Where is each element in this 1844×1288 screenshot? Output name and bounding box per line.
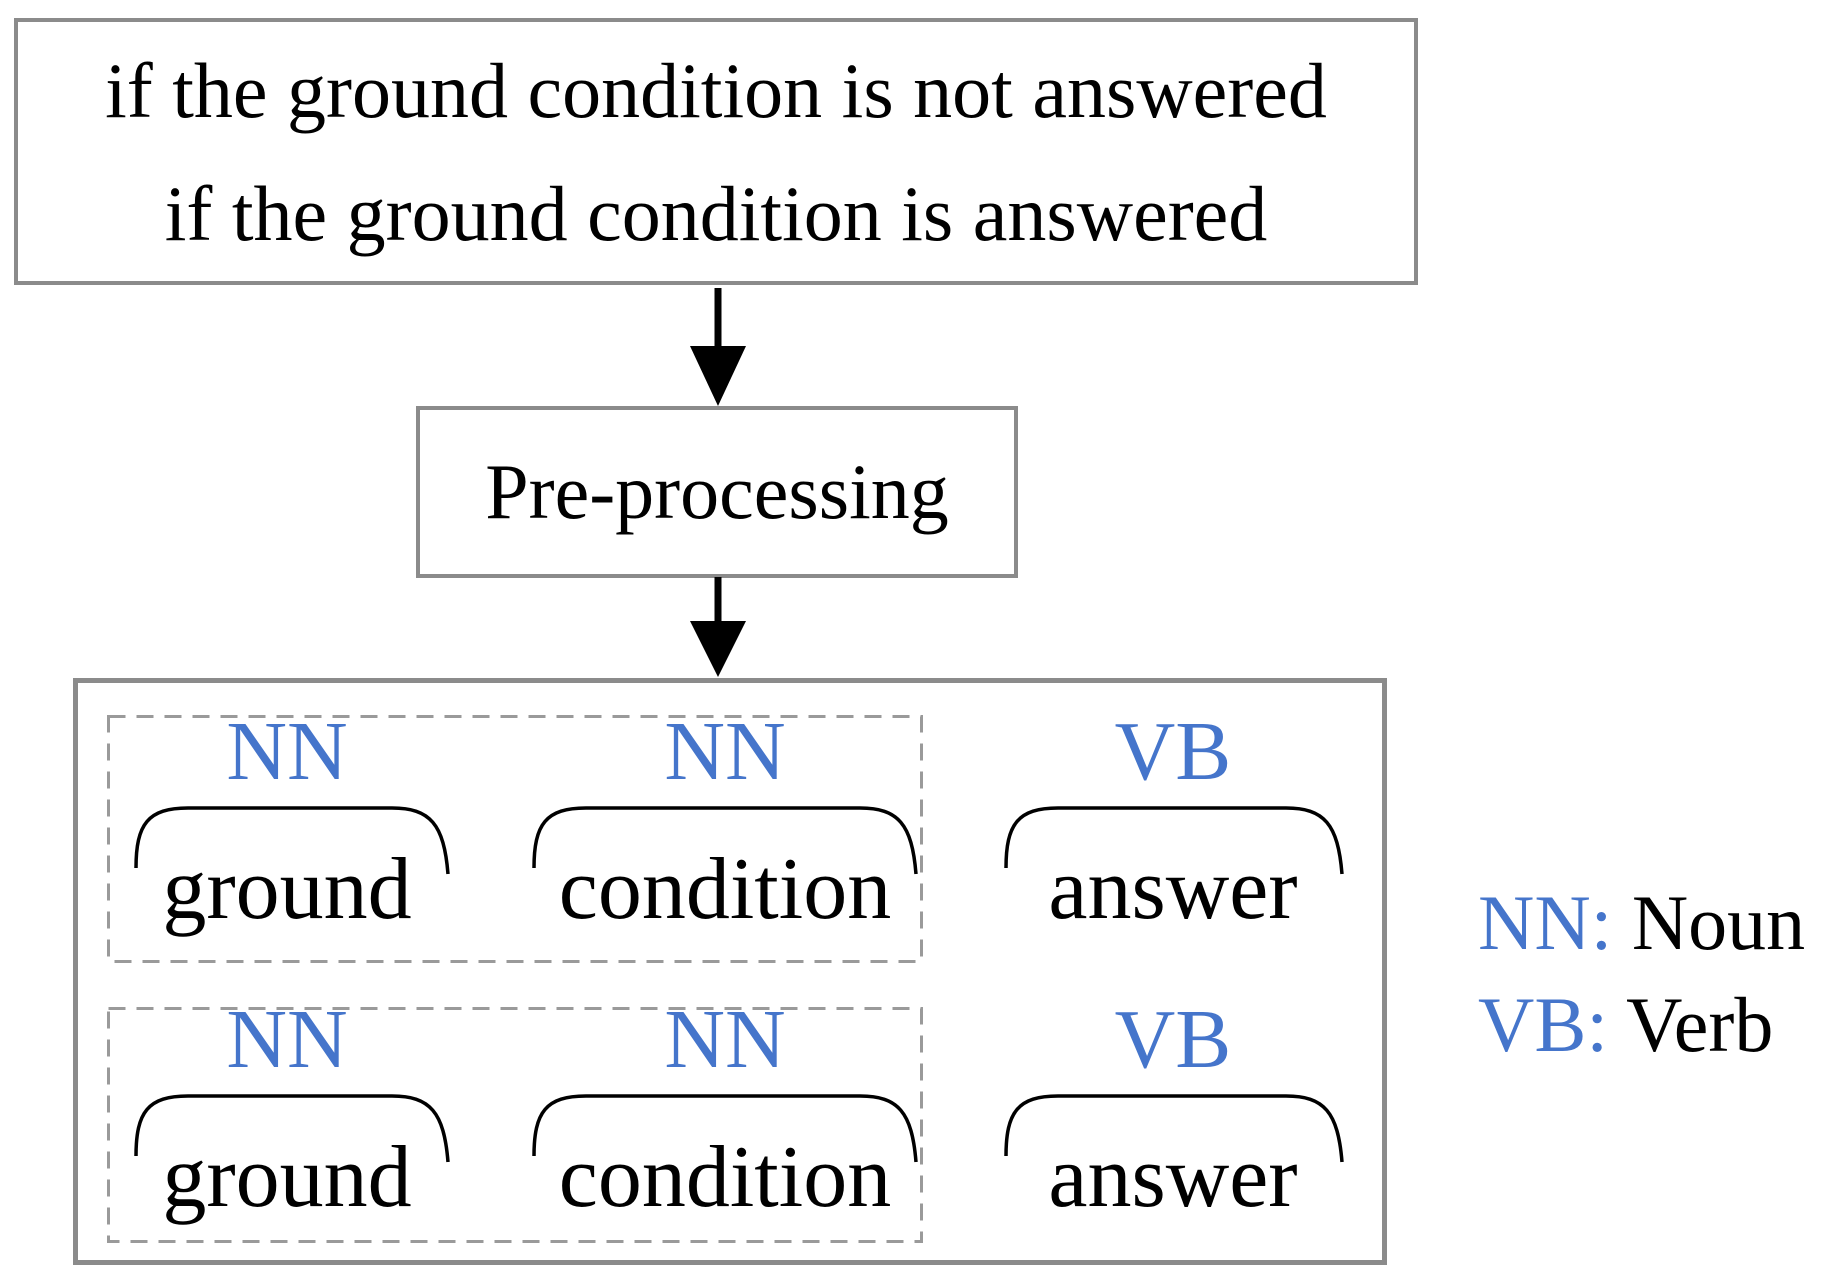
- overbrace-icon: [134, 806, 450, 875]
- token-word: ground: [162, 841, 412, 938]
- preprocessing-label: Pre-processing: [485, 448, 949, 535]
- legend-tag-nn: NN:: [1478, 879, 1613, 966]
- overbrace-icon: [134, 1094, 450, 1163]
- overbrace-icon: [1004, 1094, 1344, 1163]
- input-sentences-box: if the ground condition is not answered …: [14, 18, 1418, 285]
- noun-phrase-group-box-row2: [107, 1007, 923, 1243]
- pos-tag: NN: [664, 705, 786, 798]
- legend-label-verb: Verb: [1626, 981, 1774, 1068]
- input-sentence-1: if the ground condition is not answered: [105, 46, 1327, 134]
- token-word: condition: [558, 841, 892, 938]
- token-word: answer: [1048, 1129, 1298, 1226]
- flow-arrow-down-icon: [690, 577, 746, 677]
- preprocessing-box: Pre-processing: [416, 406, 1018, 578]
- noun-phrase-group-box-row1: [107, 715, 923, 963]
- legend-item-verb: VB: Verb: [1478, 974, 1844, 1076]
- token-word: answer: [1048, 841, 1298, 938]
- legend-tag-vb: VB:: [1478, 981, 1609, 1068]
- token-word: condition: [558, 1129, 892, 1226]
- pos-tag: NN: [226, 705, 348, 798]
- pos-tag: NN: [664, 993, 786, 1086]
- overbrace-icon: [532, 1094, 918, 1163]
- token-word: ground: [162, 1129, 412, 1226]
- legend-label-noun: Noun: [1631, 879, 1806, 966]
- overbrace-icon: [1004, 806, 1344, 875]
- pos-tag: VB: [1114, 993, 1232, 1086]
- legend-item-noun: NN: Noun: [1478, 872, 1844, 974]
- flow-arrow-down-icon: [690, 288, 746, 406]
- input-sentence-2: if the ground condition is answered: [164, 169, 1268, 257]
- pos-tag: NN: [226, 993, 348, 1086]
- overbrace-icon: [532, 806, 918, 875]
- pos-legend: NN: Noun VB: Verb: [1478, 872, 1844, 1076]
- pos-output-box: [73, 678, 1387, 1265]
- pos-tag: VB: [1114, 705, 1232, 798]
